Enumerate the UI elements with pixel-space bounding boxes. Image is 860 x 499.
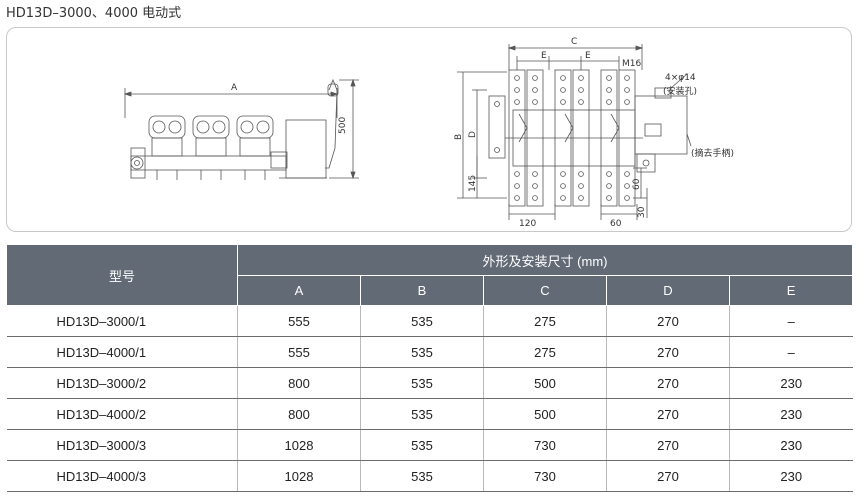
bolt-label: M16 — [622, 59, 641, 69]
holes-note: (安装孔) — [663, 85, 697, 97]
value-cell: 535 — [360, 305, 484, 337]
front-view-drawing — [457, 44, 692, 220]
value-cell: – — [729, 305, 853, 337]
holes-label: 4×φ14 — [665, 73, 696, 83]
value-cell: 730 — [483, 429, 607, 461]
model-cell: HD13D–4000/2 — [6, 398, 238, 430]
dim-label-60-right: 60 — [632, 178, 642, 190]
model-cell: HD13D–3000/1 — [6, 305, 238, 337]
table-row: HD13D–3000/1 555 535 275 270 – — [6, 305, 853, 337]
column-header-a: A — [237, 275, 361, 306]
model-cell: HD13D–3000/3 — [6, 429, 238, 461]
column-header-b: B — [360, 275, 484, 306]
value-cell: 555 — [237, 336, 361, 368]
dimensions-group-header: 外形及安装尺寸 (mm) — [236, 244, 854, 276]
value-cell: 500 — [483, 367, 607, 399]
value-cell: 270 — [606, 336, 730, 368]
value-cell: 270 — [606, 305, 730, 337]
dim-label-c: C — [571, 37, 577, 47]
dim-label-d: D — [468, 131, 478, 138]
value-cell: 270 — [606, 460, 730, 492]
value-cell: 275 — [483, 336, 607, 368]
value-cell: 275 — [483, 305, 607, 337]
table-row: HD13D–4000/1 555 535 275 270 – — [6, 336, 853, 368]
table-row: HD13D–3000/3 1028 535 730 270 230 — [6, 429, 853, 461]
table-row: HD13D–4000/2 800 535 500 270 230 — [6, 398, 853, 430]
value-cell: 730 — [483, 460, 607, 492]
dim-label-60-bottom: 60 — [610, 219, 622, 229]
value-cell: 270 — [606, 398, 730, 430]
model-cell: HD13D–3000/2 — [6, 367, 238, 399]
dimension-table: 型号 外形及安装尺寸 (mm) A B C D E HD13D–3000/1 5… — [6, 244, 854, 492]
value-cell: 535 — [360, 429, 484, 461]
value-cell: 1028 — [237, 460, 361, 492]
value-cell: 555 — [237, 305, 361, 337]
dim-label-b: B — [454, 134, 464, 140]
page-title: HD13D–3000、4000 电动式 — [6, 6, 182, 21]
column-header-c: C — [483, 275, 607, 306]
side-view-drawing — [123, 78, 359, 180]
column-header-e: E — [728, 275, 854, 306]
value-cell: 230 — [729, 460, 853, 492]
model-header: 型号 — [6, 244, 238, 306]
value-cell: – — [729, 336, 853, 368]
dim-label-e1: E — [541, 51, 547, 61]
value-cell: 535 — [360, 398, 484, 430]
value-cell: 535 — [360, 367, 484, 399]
value-cell: 800 — [237, 398, 361, 430]
model-cell: HD13D–4000/1 — [6, 336, 238, 368]
dimension-drawing: A 500 C E E M16 4×φ14 (安装孔) (摘去手柄) B D 1… — [123, 37, 734, 229]
dim-label-500: 500 — [338, 117, 348, 134]
table-row: HD13D–3000/2 800 535 500 270 230 — [6, 367, 853, 399]
dim-label-30: 30 — [637, 206, 647, 218]
model-cell: HD13D–4000/3 — [6, 460, 238, 492]
table-row: HD13D–4000/3 1028 535 730 270 230 — [6, 460, 853, 492]
value-cell: 1028 — [237, 429, 361, 461]
dim-label-120: 120 — [519, 219, 536, 229]
dimension-drawing-panel: A 500 C E E M16 4×φ14 (安装孔) (摘去手柄) B D 1… — [6, 27, 852, 232]
value-cell: 230 — [729, 367, 853, 399]
value-cell: 800 — [237, 367, 361, 399]
value-cell: 270 — [606, 367, 730, 399]
value-cell: 535 — [360, 336, 484, 368]
value-cell: 230 — [729, 429, 853, 461]
value-cell: 500 — [483, 398, 607, 430]
column-header-d: D — [606, 275, 730, 306]
dim-label-a: A — [231, 83, 238, 93]
dim-label-145: 145 — [468, 175, 478, 192]
dim-label-e2: E — [585, 51, 591, 61]
value-cell: 230 — [729, 398, 853, 430]
value-cell: 270 — [606, 429, 730, 461]
value-cell: 535 — [360, 460, 484, 492]
handle-note: (摘去手柄) — [691, 147, 734, 159]
